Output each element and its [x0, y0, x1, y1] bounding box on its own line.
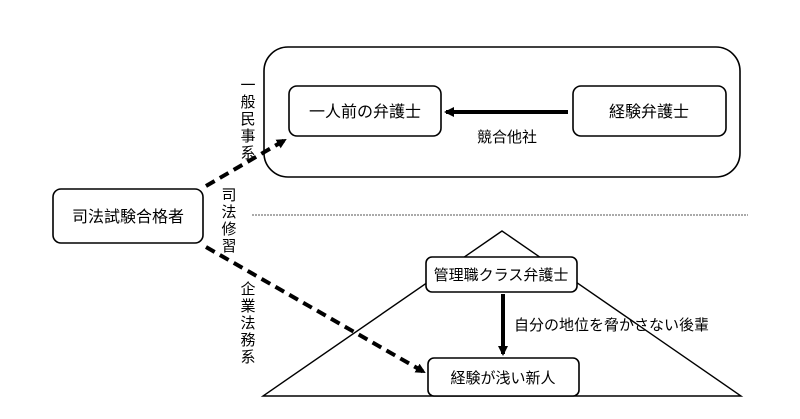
non-threatening-junior-label: 自分の地位を脅かさない後輩 — [514, 316, 709, 334]
exam-passers-label: 司法試験合格者 — [72, 207, 184, 226]
legal-training-label: 司法修習 — [221, 186, 236, 255]
manager-lawyer-label: 管理職クラス弁護士 — [434, 266, 569, 284]
manager-lawyer-box — [425, 256, 578, 293]
corporate-track-arrow — [205, 245, 426, 374]
exam-passers-box — [52, 188, 204, 244]
full-lawyer-label: 一人前の弁護士 — [309, 102, 421, 121]
junior-newcomer-label: 経験が浅い新人 — [450, 369, 555, 387]
junior-newcomer-box — [427, 357, 580, 397]
experienced-lawyer-box — [572, 85, 727, 137]
corporate-track-label: 企業法務系 — [240, 280, 255, 366]
civil-track-label: 一般民事系 — [240, 76, 255, 162]
civil-firm-container — [263, 46, 741, 178]
experienced-lawyer-label: 経験弁護士 — [609, 102, 689, 121]
competitor-label: 競合他社 — [477, 128, 537, 146]
full-lawyer-box — [288, 85, 442, 137]
